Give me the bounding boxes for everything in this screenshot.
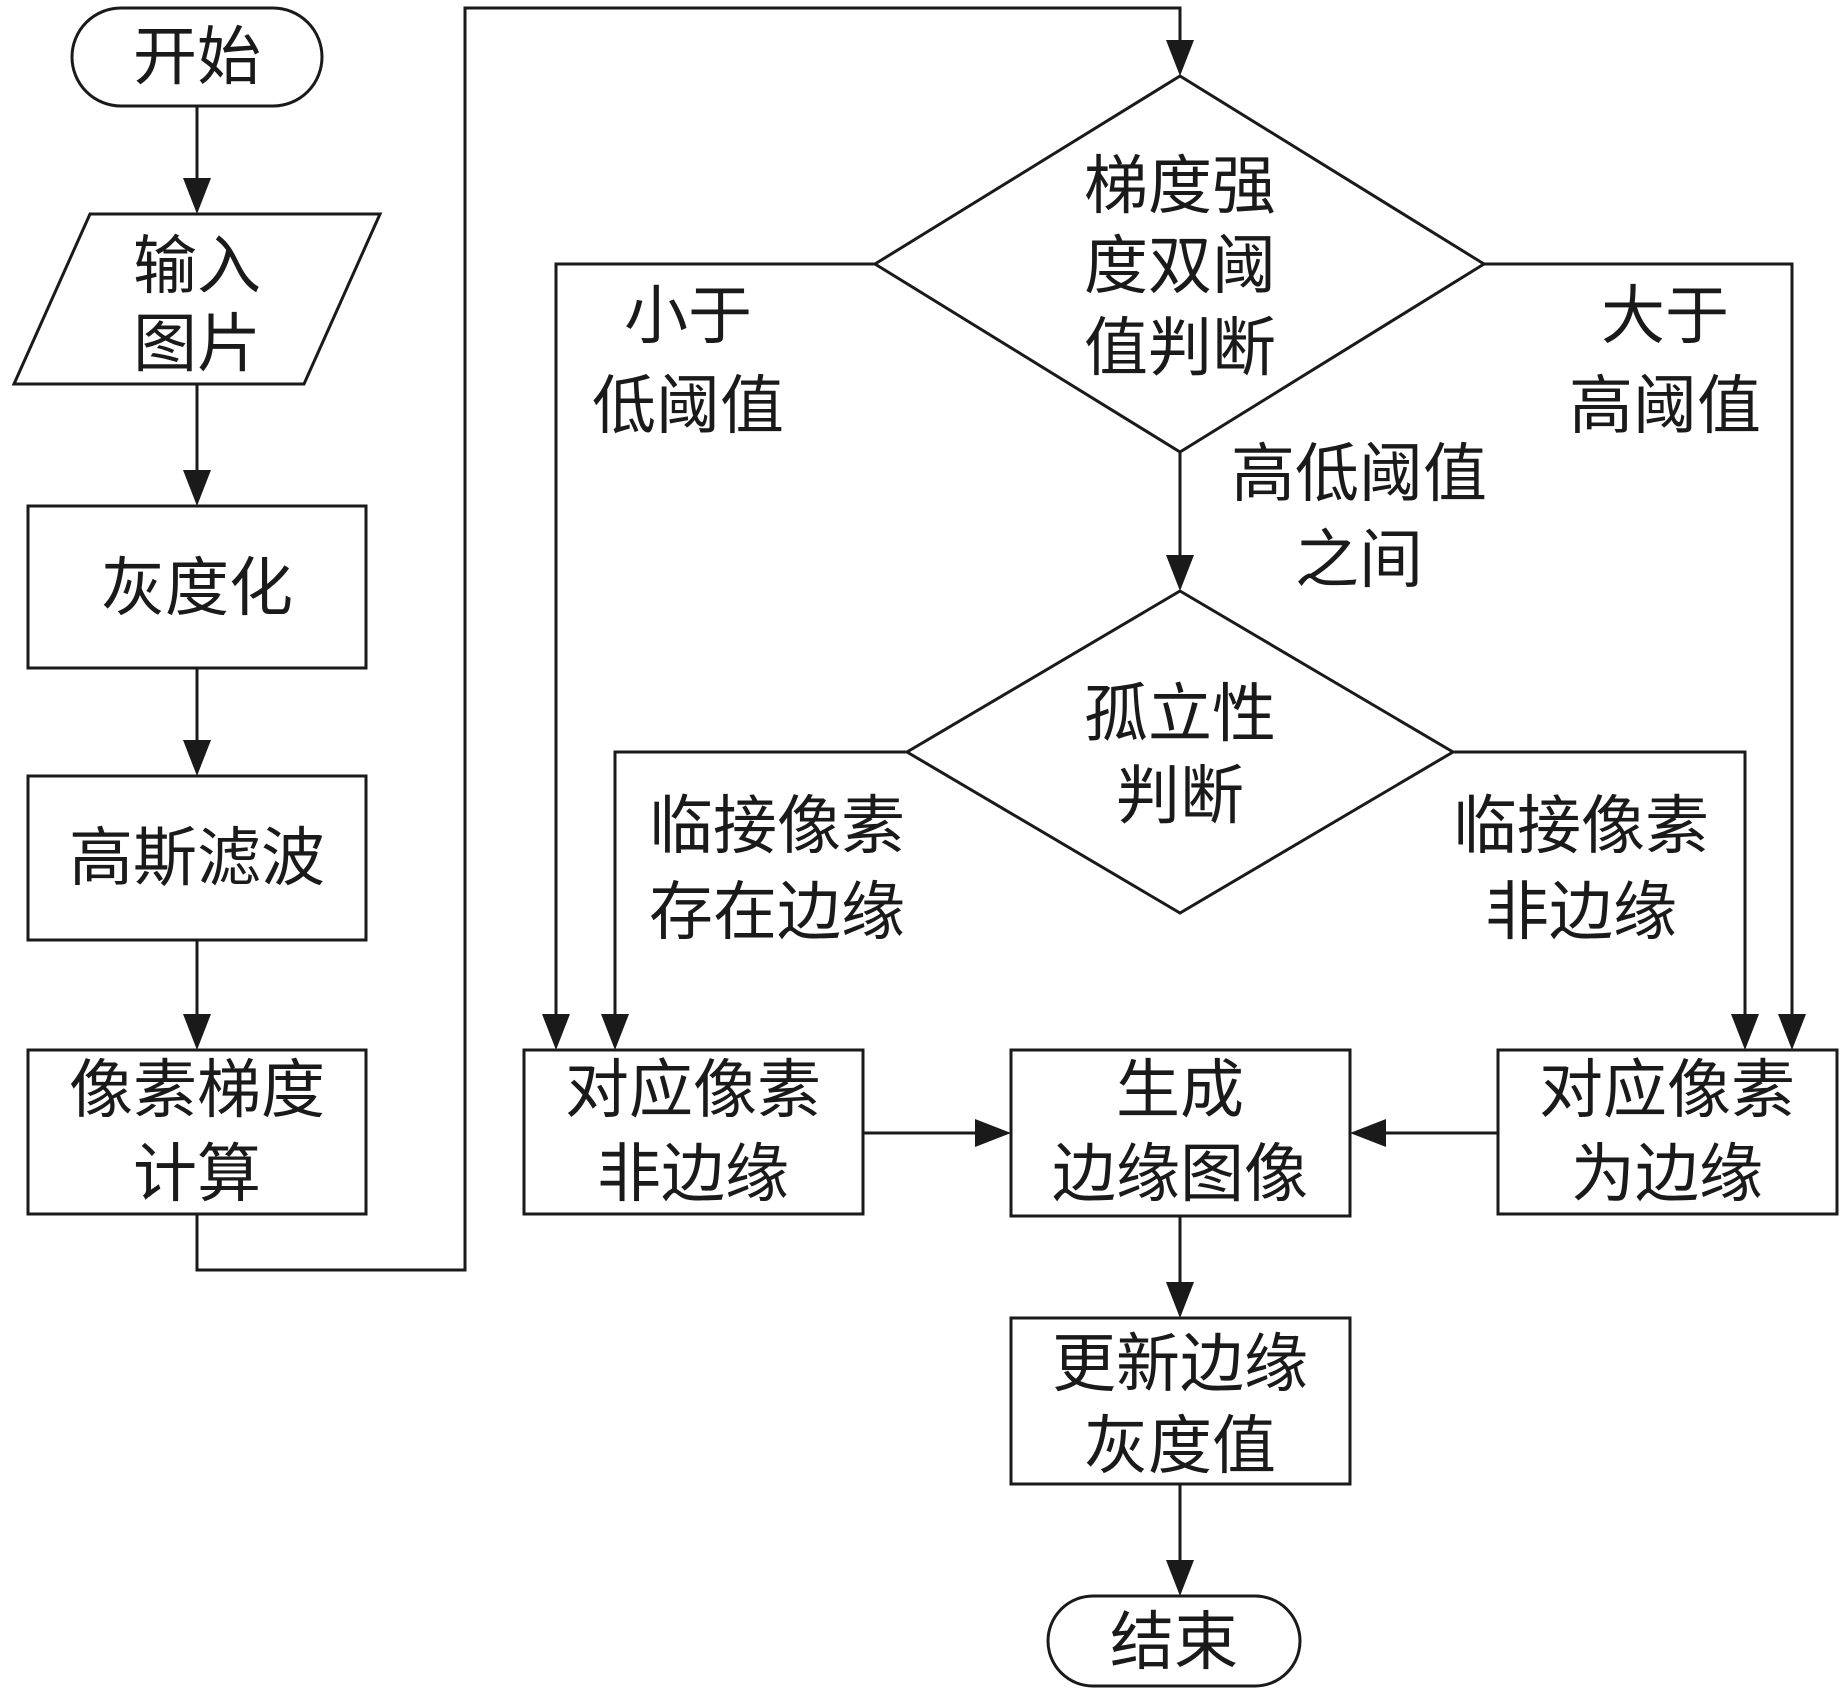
label-neighbor-edge-line-2: 存在边缘 xyxy=(649,876,905,950)
node-input-line-2: 图片 xyxy=(133,308,261,382)
parallelogram-shape xyxy=(11,212,383,386)
node-input: 输入 图片 xyxy=(11,212,383,386)
arrowhead xyxy=(601,1014,629,1050)
node-non-edge: 对应像素 非边缘 xyxy=(522,1048,865,1216)
process-box xyxy=(26,504,368,670)
label-between-line-2: 之间 xyxy=(1295,524,1423,598)
node-update-line-2: 灰度值 xyxy=(1084,1410,1276,1484)
label-neighbor-non-edge-line-1: 临接像素 xyxy=(1453,790,1709,864)
decision-diamond xyxy=(904,589,1456,915)
arrowhead xyxy=(1166,40,1194,76)
node-gaussian-line-1: 高斯滤波 xyxy=(69,822,325,896)
process-box xyxy=(1009,1316,1352,1486)
node-isolation-line-2: 判断 xyxy=(1116,760,1244,834)
label-below-low-line-1: 小于 xyxy=(624,280,752,354)
edge-neighbor-edge xyxy=(613,750,907,1014)
node-end-line-1: 结束 xyxy=(1110,1606,1238,1680)
arrowhead xyxy=(183,1014,211,1050)
arrowhead xyxy=(1731,1014,1759,1050)
node-start-line-1: 开始 xyxy=(133,21,261,95)
edge-labels: 小于 低阈值 大于 高阈值 高低阈值 之间 临接像素 存在边缘 临接像素 非边缘 xyxy=(592,280,1761,950)
node-is-edge: 对应像素 为边缘 xyxy=(1496,1048,1839,1216)
edge-gradient-dual-threshold xyxy=(195,6,1182,1272)
process-box xyxy=(26,1048,368,1216)
arrowhead xyxy=(1350,1119,1386,1147)
node-grayscale-line-1: 灰度化 xyxy=(101,552,293,626)
node-input-line-1: 输入 xyxy=(133,230,261,304)
arrowhead xyxy=(1166,1560,1194,1596)
node-update-line-1: 更新边缘 xyxy=(1052,1328,1308,1402)
node-update: 更新边缘 灰度值 xyxy=(1009,1316,1352,1486)
label-neighbor-edge-line-1: 临接像素 xyxy=(649,790,905,864)
arrowhead xyxy=(183,470,211,506)
label-between-line-1: 高低阈值 xyxy=(1231,438,1487,512)
node-gradient-line-2: 计算 xyxy=(133,1138,261,1212)
node-generate-line-1: 生成 xyxy=(1116,1054,1244,1128)
node-isolation-line-1: 孤立性 xyxy=(1084,678,1276,752)
edge-below-low xyxy=(554,262,875,1014)
node-end: 结束 xyxy=(1046,1594,1302,1688)
node-is-edge-line-2: 为边缘 xyxy=(1571,1138,1763,1212)
arrowhead xyxy=(183,740,211,776)
arrowhead xyxy=(975,1119,1011,1147)
arrowhead xyxy=(1166,1282,1194,1318)
process-box xyxy=(1496,1048,1839,1216)
edge-above-high xyxy=(1484,262,1794,1014)
arrowhead xyxy=(1166,555,1194,591)
node-gradient-line-1: 像素梯度 xyxy=(69,1054,325,1128)
node-isolation: 孤立性 判断 xyxy=(904,589,1456,915)
node-gradient: 像素梯度 计算 xyxy=(26,1048,368,1216)
process-box xyxy=(26,774,368,942)
label-above-high-line-2: 高阈值 xyxy=(1569,370,1761,444)
arrowhead xyxy=(1778,1014,1806,1050)
node-dual-threshold-line-2: 度双阈 xyxy=(1084,230,1276,304)
arrowhead xyxy=(542,1014,570,1050)
decision-diamond xyxy=(872,74,1487,454)
terminal-shape xyxy=(70,6,324,108)
terminal-shape xyxy=(1046,1594,1302,1688)
node-grayscale: 灰度化 xyxy=(26,504,368,670)
label-below-low-line-2: 低阈值 xyxy=(592,370,784,444)
node-dual-threshold: 梯度强 度双阈 值判断 xyxy=(872,74,1487,454)
node-generate-line-2: 边缘图像 xyxy=(1052,1138,1308,1212)
process-box xyxy=(522,1048,865,1216)
edge-neighbor-non-edge xyxy=(1453,750,1747,1014)
node-generate: 生成 边缘图像 xyxy=(1009,1048,1352,1218)
connectors xyxy=(183,6,1806,1596)
node-non-edge-line-2: 非边缘 xyxy=(597,1138,789,1212)
node-start: 开始 xyxy=(70,6,324,108)
node-dual-threshold-line-1: 梯度强 xyxy=(1084,150,1276,224)
node-is-edge-line-1: 对应像素 xyxy=(1539,1054,1795,1128)
node-gaussian: 高斯滤波 xyxy=(26,774,368,942)
process-box xyxy=(1009,1048,1352,1218)
label-neighbor-non-edge-line-2: 非边缘 xyxy=(1485,876,1677,950)
node-dual-threshold-line-3: 值判断 xyxy=(1084,312,1276,386)
label-above-high-line-1: 大于 xyxy=(1601,280,1729,354)
arrowhead xyxy=(183,178,211,214)
node-non-edge-line-1: 对应像素 xyxy=(565,1054,821,1128)
